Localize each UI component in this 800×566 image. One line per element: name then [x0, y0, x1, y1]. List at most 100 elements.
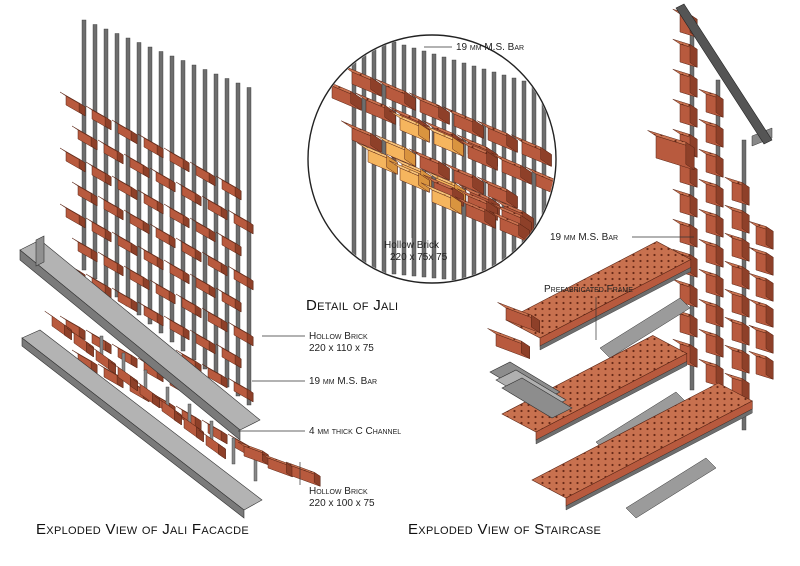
loose-hollow-bricks: [237, 441, 321, 487]
loose-brick: [487, 328, 530, 360]
detail-brick-highlight: [423, 124, 464, 157]
ms-bar: [92, 24, 98, 280]
label-detail-brick-2: 220 x 75x 75: [390, 252, 448, 263]
facade-brick: [227, 321, 254, 347]
tower-brick: [698, 328, 724, 358]
detail-bricks: [321, 64, 555, 243]
tower-brick: [698, 118, 724, 148]
label-facade-brick-2: 220 x 110 x 75: [309, 343, 374, 354]
detail-brick: [341, 64, 382, 97]
ms-bar: [224, 78, 230, 388]
detail-brick: [455, 196, 496, 229]
tower-brick: [748, 298, 774, 328]
exploded-brick: [44, 310, 72, 341]
detail-bar: [351, 36, 357, 271]
label-facade-brick-b1: Hollow Brick: [309, 486, 368, 497]
tower-brick: [698, 238, 724, 268]
facade-brick: [85, 161, 112, 187]
ms-bar: [202, 69, 208, 370]
tower-brick: [672, 98, 698, 128]
facade-brick: [97, 139, 124, 165]
facade-brick: [189, 217, 216, 243]
loose-brick: [261, 453, 293, 478]
facade-brick: [71, 237, 98, 263]
tower-brick: [698, 88, 724, 118]
detail-brick: [355, 92, 396, 125]
facade-brick: [163, 315, 190, 341]
facade-brick: [201, 307, 228, 333]
facade-brick: [137, 301, 164, 327]
detail-brick: [443, 162, 484, 195]
facade-brick: [59, 147, 86, 173]
facade-brick: [111, 287, 138, 313]
facade-brick: [59, 91, 86, 117]
tread-support: [599, 297, 691, 359]
facade-brick: [175, 181, 202, 207]
c-channel-lower: [21, 329, 263, 519]
tower-brick: [698, 358, 724, 388]
detail-brick: [409, 148, 450, 181]
facade-brick: [163, 259, 190, 285]
facade-brick: [175, 237, 202, 263]
ms-bar: [136, 42, 142, 316]
exploded-brick: [198, 429, 226, 460]
exploded-brick: [176, 412, 204, 443]
tower-brick: [672, 68, 698, 98]
exploded-brick: [88, 344, 116, 375]
tower-brick: [748, 350, 774, 380]
tower-brick: [672, 188, 698, 218]
facade-brick: [149, 167, 176, 193]
ms-bar: [147, 46, 153, 325]
stair-loose-bricks: [487, 302, 540, 360]
tower-brick: [698, 268, 724, 298]
facade-brick: [175, 293, 202, 319]
facade-brick-courses: [59, 91, 254, 459]
exploded-brick: [66, 327, 94, 358]
detail-brick: [477, 120, 518, 153]
tower-brick: [672, 218, 698, 248]
tower-brick: [647, 130, 695, 171]
detail-brick: [375, 78, 416, 111]
stair-tread: [531, 382, 753, 511]
facade-brick: [137, 245, 164, 271]
facade-brick: [227, 209, 254, 235]
detail-bar: [501, 74, 507, 282]
ms-bar: [125, 37, 131, 307]
facade-brick: [59, 203, 86, 229]
facade-brick: [71, 125, 98, 151]
detail-brick: [443, 106, 484, 139]
ms-bar: [103, 28, 109, 289]
facade-brick: [111, 231, 138, 257]
detail-bar: [531, 83, 537, 282]
facade-brick: [97, 195, 124, 221]
facade-brick: [215, 287, 242, 313]
facade-brick: [71, 181, 98, 207]
tower-brick: [748, 246, 774, 276]
tower-brick: [748, 324, 774, 354]
detail-brick: [457, 138, 498, 171]
title-detail: Detail of Jali: [306, 297, 398, 314]
diagonal-ms-bar: [675, 3, 773, 145]
tower-brick: [698, 148, 724, 178]
facade-brick: [201, 251, 228, 277]
tower-brick: [672, 278, 698, 308]
tower-brick: [724, 204, 750, 234]
detail-brick-highlight: [421, 182, 462, 215]
loose-brick: [237, 441, 269, 466]
ms-bar: [213, 73, 219, 379]
c-channel-upper: [19, 235, 261, 441]
stair-leaders: [595, 236, 694, 340]
facade-brick: [137, 189, 164, 215]
facade-brick: [123, 209, 150, 235]
detail-bar: [521, 80, 527, 282]
ms-bar: [114, 33, 120, 298]
loose-brick: [285, 461, 321, 487]
jali-detail-circle: [307, 34, 557, 284]
detail-bar: [481, 68, 487, 282]
tower-brick: [724, 316, 750, 346]
facade-brick: [97, 363, 124, 389]
channel-clip: [231, 437, 236, 465]
exploded-brick: [110, 361, 138, 392]
ms-bar: [191, 64, 197, 361]
ms-bar: [81, 19, 87, 271]
